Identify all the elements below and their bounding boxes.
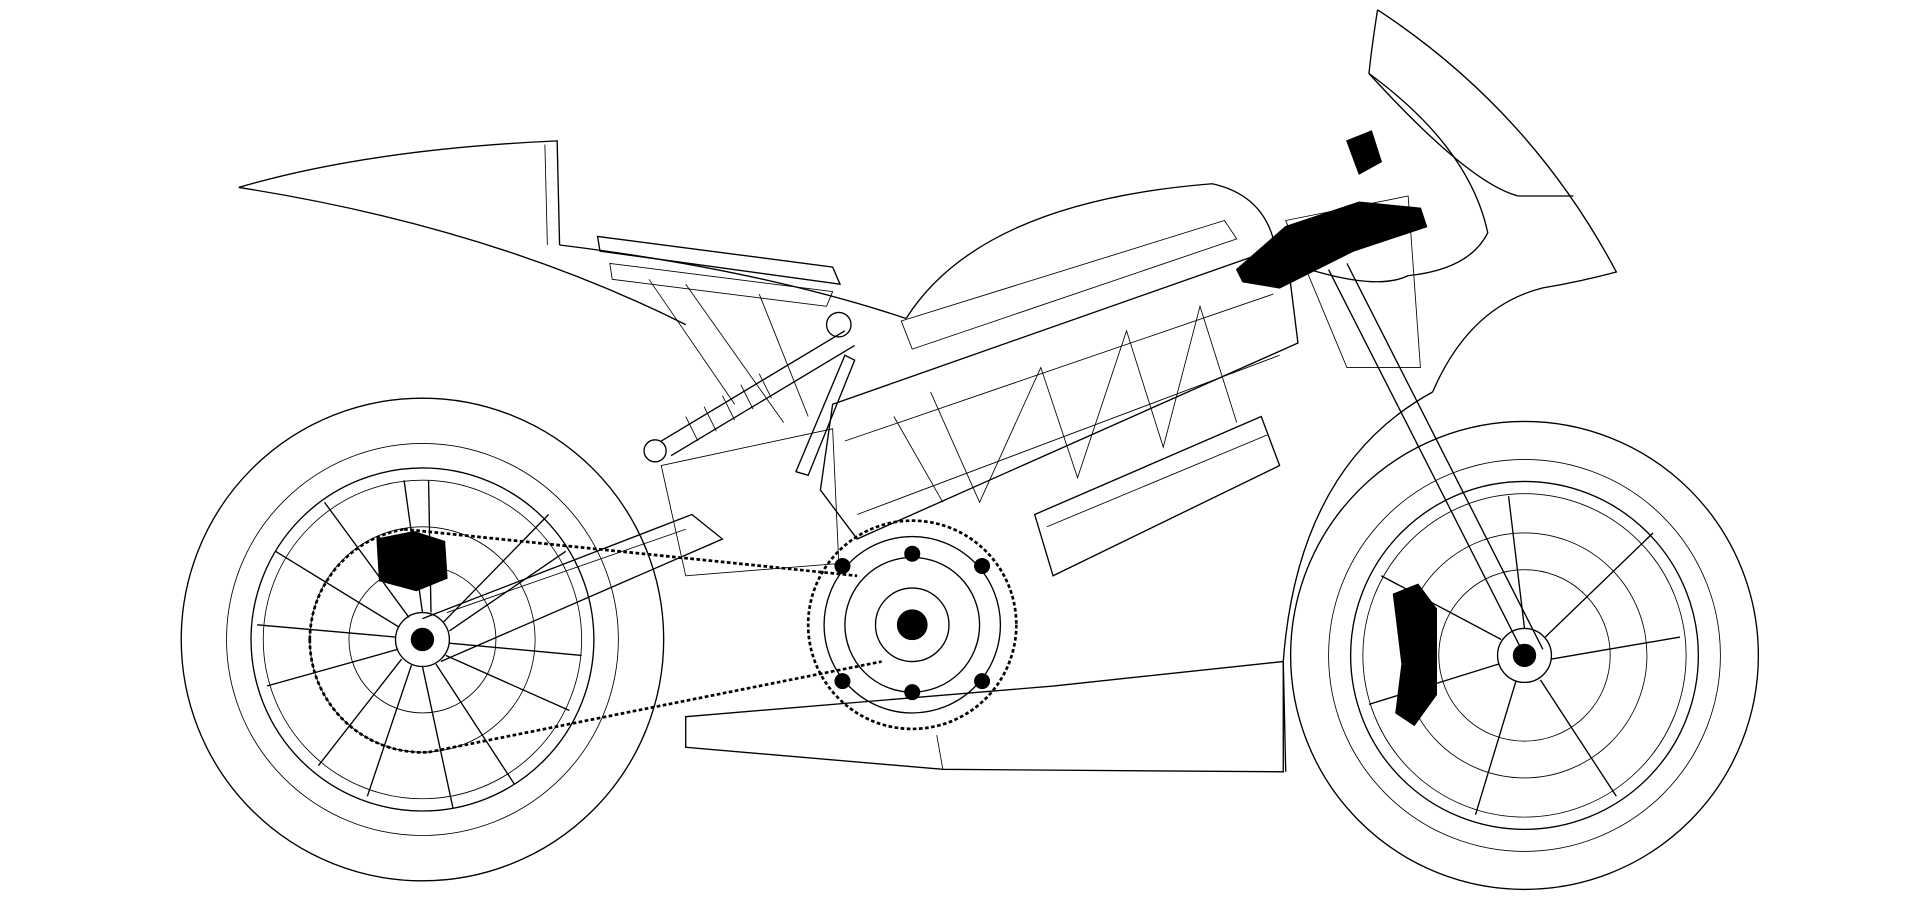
rear-brake-caliper — [376, 530, 448, 592]
belly-pan — [685, 660, 1284, 773]
front-wheel — [1289, 420, 1760, 891]
swingarm — [422, 513, 724, 663]
front-brake-caliper — [1392, 583, 1437, 727]
battery-frame — [660, 183, 1299, 577]
tail-fairing — [238, 140, 907, 326]
seat — [596, 235, 842, 423]
rear-shock — [643, 311, 856, 477]
front-fork — [1235, 130, 1544, 656]
front-fairing — [1273, 9, 1618, 772]
handlebar-assembly — [1235, 201, 1428, 289]
throttle-grip — [1346, 130, 1383, 175]
front-wheel-spokes — [1368, 496, 1681, 815]
drive-chain — [308, 527, 882, 754]
electric-motor — [806, 519, 1018, 731]
controller-box — [1033, 415, 1281, 577]
rear-wheel — [180, 397, 665, 882]
